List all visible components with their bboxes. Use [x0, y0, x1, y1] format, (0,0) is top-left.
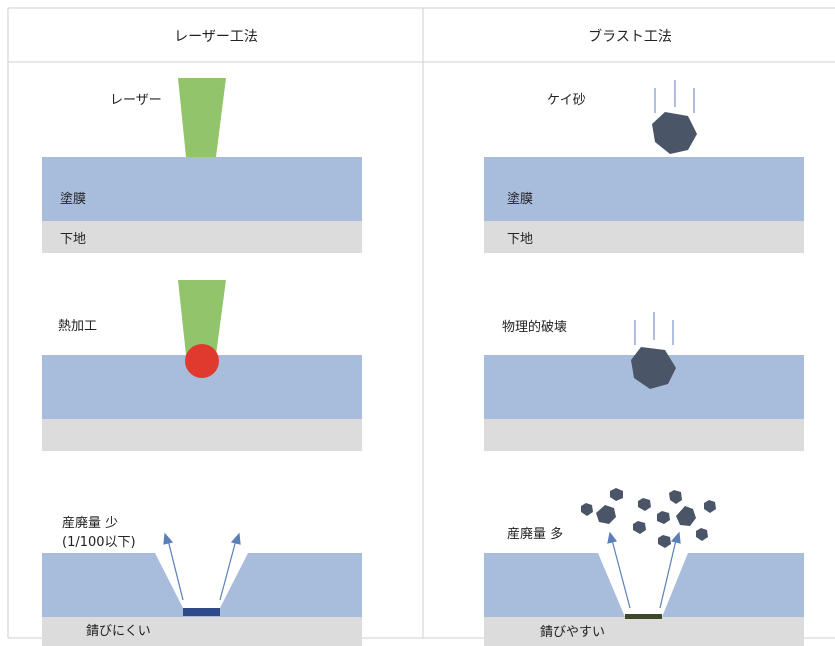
coating-layer	[42, 157, 362, 221]
blast-step1: ケイ砂 塗膜 下地	[484, 80, 804, 253]
silica-sand-grain	[652, 112, 697, 154]
substrate-label: 下地	[507, 232, 533, 247]
silica-sand-label: ケイ砂	[547, 93, 586, 108]
blast-method-header: ブラスト工法	[588, 28, 672, 45]
heat-process-label: 熱加工	[58, 319, 97, 334]
residue-layer	[625, 614, 662, 619]
laser-beam	[178, 78, 226, 157]
residue-layer	[183, 608, 220, 616]
laser-method-header: レーザー工法	[174, 29, 258, 45]
laser-step3: 産廃量 少 (1/100以下) 錆びにくい	[42, 515, 362, 646]
coating-layer-removed	[484, 553, 804, 617]
coating-layer	[484, 157, 804, 221]
rust-resistance-label: 錆びにくい	[86, 624, 151, 639]
substrate-layer	[484, 419, 804, 451]
laser-step1: レーザー 塗膜 下地	[42, 78, 362, 253]
coating-label: 塗膜	[60, 191, 86, 207]
blast-step3: 産廃量 多 錆びやすい	[484, 488, 804, 646]
debris-particle	[633, 521, 646, 534]
heat-spot	[185, 344, 219, 378]
rust-susceptibility-label: 錆びやすい	[540, 625, 605, 640]
laser-beam	[178, 280, 226, 355]
substrate-layer	[42, 419, 362, 451]
ejection-arrows	[607, 531, 681, 609]
silica-sand-grain	[631, 347, 676, 389]
debris-particle	[696, 528, 708, 541]
waste-amount-label: 産廃量 多	[507, 526, 563, 542]
physical-destruction-label: 物理的破壊	[502, 319, 567, 335]
ejection-arrows	[163, 532, 241, 601]
blast-step2: 物理的破壊	[484, 312, 804, 451]
laser-step2: 熱加工	[42, 280, 362, 451]
substrate-layer	[42, 221, 362, 253]
substrate-layer	[484, 617, 804, 646]
debris-particle	[669, 490, 682, 504]
debris-particle	[610, 488, 623, 501]
substrate-layer	[42, 617, 362, 646]
debris-particle	[676, 506, 696, 526]
motion-lines	[654, 80, 695, 113]
debris-particle	[581, 503, 593, 516]
coating-layer-removed	[42, 553, 362, 617]
debris-particle	[638, 498, 651, 511]
laser-beam-label: レーザー	[110, 93, 162, 108]
waste-amount-label: 産廃量 少	[62, 515, 118, 531]
substrate-label: 下地	[60, 232, 86, 247]
debris-particle	[657, 511, 670, 524]
substrate-layer	[484, 221, 804, 253]
motion-lines	[634, 312, 674, 345]
debris-particle	[596, 505, 616, 524]
waste-ratio-label: (1/100以下)	[62, 535, 136, 550]
debris-particle	[658, 535, 671, 548]
coating-label: 塗膜	[507, 191, 533, 207]
scattered-sand-debris	[581, 488, 716, 548]
debris-particle	[704, 500, 716, 513]
